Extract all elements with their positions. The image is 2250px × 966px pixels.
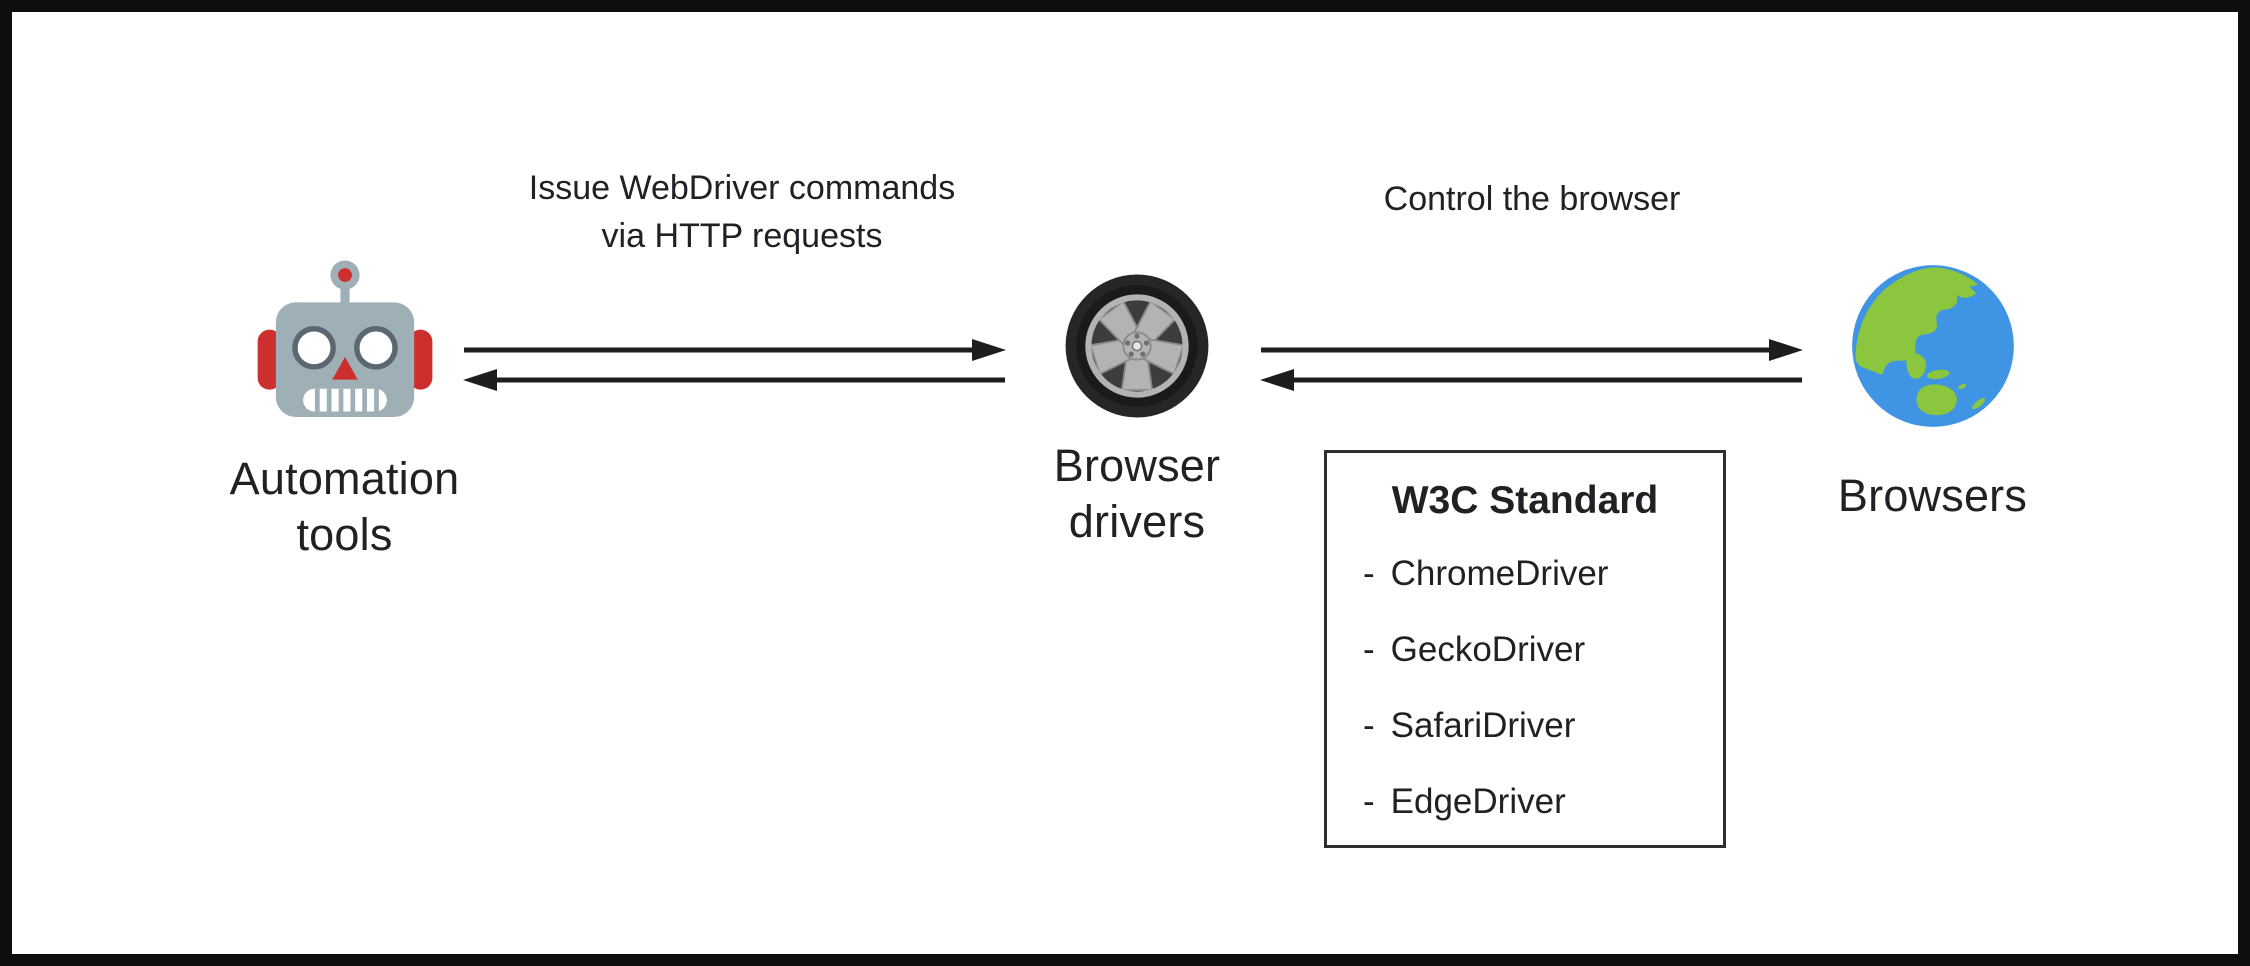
list-item-label: EdgeDriver [1390,782,1566,821]
list-item: -GeckoDriver [1363,627,1723,673]
list-item-bullet: - [1363,706,1375,745]
list-item: -SafariDriver [1363,703,1723,749]
wheel-icon [1065,274,1209,418]
list-item-bullet: - [1363,554,1375,593]
list-item-label: ChromeDriver [1390,554,1609,593]
list-item: -EdgeDriver [1363,779,1723,825]
webdriver-commands-label: Issue WebDriver commands via HTTP reques… [432,164,1052,260]
webdriver-commands-label-line1: Issue WebDriver commands [528,169,956,207]
bidirectional-arrow-left [463,339,1006,391]
automation-tools-label: Automation tools [229,453,460,560]
browsers-label: Browsers [1837,470,2028,521]
webdriver-commands-label-line2: via HTTP requests [601,217,883,255]
list-item: -ChromeDriver [1363,551,1723,597]
bidirectional-arrow-right [1260,339,1803,391]
control-browser-label: Control the browser [1383,180,1681,218]
w3c-standard-box: W3C Standard -ChromeDriver -GeckoDriver … [1324,450,1726,848]
list-item-bullet: - [1363,782,1375,821]
automation-tools-node: Automation tools [177,255,512,563]
list-item-label: SafariDriver [1390,706,1576,745]
browser-drivers-node: Browser drivers [997,270,1277,550]
browsers-node: Browsers [1775,260,2090,524]
list-item-bullet: - [1363,630,1375,669]
robot-icon [257,260,432,417]
w3c-standard-title: W3C Standard [1391,479,1659,522]
globe-icon [1851,265,2014,427]
w3c-driver-list: -ChromeDriver -GeckoDriver -SafariDriver… [1363,551,1723,825]
browser-drivers-label: Browser drivers [1053,440,1221,547]
list-item-label: GeckoDriver [1390,630,1586,669]
